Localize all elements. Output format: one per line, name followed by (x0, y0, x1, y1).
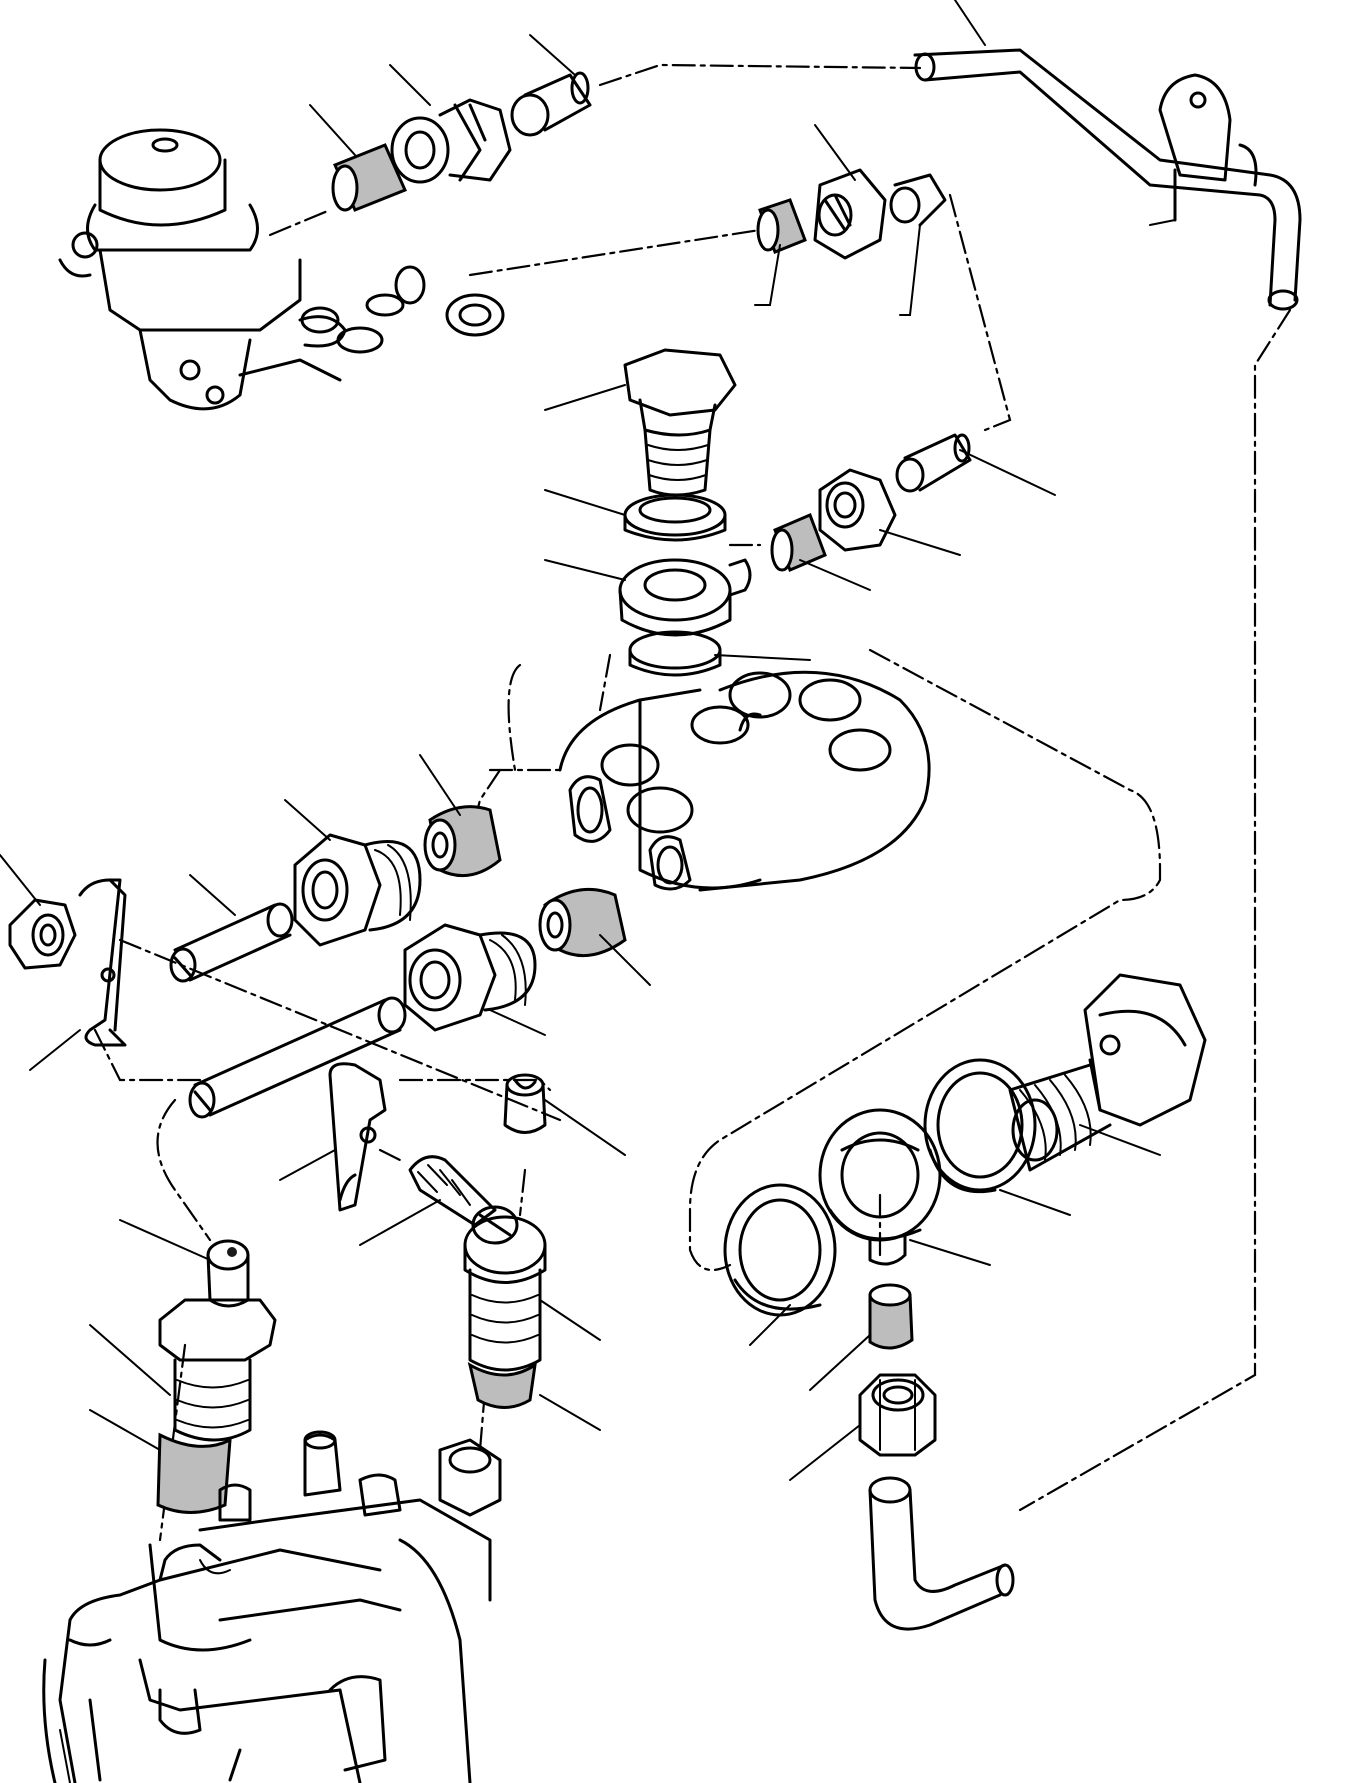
feed-pump (58, 128, 505, 411)
leader-bolt-small-lower (359, 1199, 441, 1246)
cap-small-lower (503, 1073, 547, 1134)
leader-sleeve-top (309, 104, 356, 156)
pump-head-body (558, 670, 931, 892)
banjo-bolt-center (618, 348, 752, 677)
leader-banjo-union-center (544, 559, 626, 581)
leader-washer-large-lower (749, 1304, 791, 1346)
leader-injection-pump (59, 1729, 71, 1783)
leader-olive-small-left (754, 244, 781, 306)
leader-banjo-fitting-lower (89, 1409, 161, 1451)
pipe-top-right (913, 48, 1302, 311)
nut-far-left (8, 898, 77, 970)
leader-banjo-body-large (909, 1239, 991, 1266)
top-union-assembly (331, 71, 592, 212)
leader-injector-left (119, 1219, 211, 1261)
leader-banjo-bolt-center (544, 384, 626, 411)
left-union-lower (403, 887, 627, 1032)
pipe-long-center (188, 996, 407, 1119)
leader-clip-center-lower (279, 1149, 336, 1181)
leader-washer-lower (714, 654, 811, 661)
leader-washer-upper (544, 489, 626, 516)
leader-feed-pump-pipe-top (954, 0, 986, 46)
injection-pump-lower (42, 1430, 502, 1783)
leader-banjo-bolt-large (1079, 1124, 1161, 1156)
leader-olive-small-right (899, 224, 921, 316)
leader-banjo-union-top (389, 64, 431, 106)
pipe-short-left (169, 902, 294, 983)
leader-sleeve-left-upper (419, 754, 461, 816)
leader-washer-large-outer (999, 1189, 1071, 1216)
leader-lines (0, 0, 1176, 1783)
washer-large-lower (723, 1183, 837, 1317)
leader-nut-large-lower (789, 1424, 861, 1481)
leader-olive-large-lower (809, 1334, 871, 1391)
leader-union-nut-small (814, 124, 856, 181)
leader-banjo-fitting-lower-2 (539, 1394, 601, 1431)
leader-union-left-lower (489, 1009, 546, 1036)
clip-left (78, 878, 127, 1047)
leader-pipe-clip-top-right (1149, 219, 1176, 226)
leader-nut-far-left (0, 854, 41, 906)
leader-olive-injector-lower (539, 1299, 601, 1341)
washer-large-outer (923, 1058, 1037, 1194)
leader-olive-injector-left (89, 1324, 171, 1396)
leader-sleeve-right-short (959, 449, 1056, 496)
olive-large-lower (868, 1283, 914, 1350)
leader-union-nut-right (879, 529, 961, 556)
leader-cap-small-lower (544, 1099, 626, 1156)
leader-union-left-upper (284, 799, 331, 841)
banjo-body-large (818, 1108, 942, 1266)
bolt-small-lower (408, 1155, 519, 1245)
leader-pipe-short-left (189, 874, 236, 916)
leader-banjo-sleeve-top (529, 34, 576, 76)
banjo-bolt-large (1008, 973, 1207, 1172)
right-union-chain (770, 433, 972, 572)
injector-left (156, 1239, 277, 1514)
leader-clip-left (29, 1029, 81, 1071)
small-union-top (756, 168, 947, 260)
clip-center-lower (328, 1062, 387, 1212)
left-union-upper (293, 805, 502, 947)
leader-olive-right (799, 559, 871, 591)
banjo-fitting-lower (463, 1215, 547, 1409)
leader-olive-left-lower (599, 934, 651, 986)
elbow-pipe-lower (868, 1476, 1015, 1631)
nut-large-lower (858, 1373, 937, 1457)
